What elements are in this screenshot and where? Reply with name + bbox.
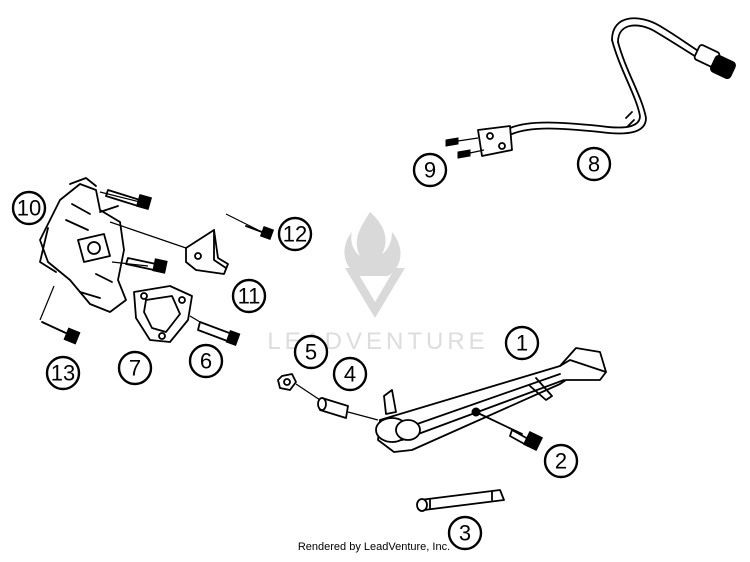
callout-2: 2 xyxy=(543,443,579,479)
svg-text:11: 11 xyxy=(238,284,261,309)
svg-text:2: 2 xyxy=(555,449,567,474)
callout-7: 7 xyxy=(117,350,153,386)
part-3-sleeve xyxy=(416,489,505,512)
svg-text:1: 1 xyxy=(516,331,528,356)
callout-11: 11 xyxy=(231,278,267,314)
part-1-main-arm xyxy=(375,347,607,453)
part-13-screw xyxy=(39,285,81,345)
callout-9: 9 xyxy=(412,152,448,188)
callout-3: 3 xyxy=(447,515,483,551)
bolt-upper xyxy=(105,189,153,211)
svg-text:5: 5 xyxy=(305,340,317,365)
part-12-screw xyxy=(225,213,275,241)
part-9-connector-plate xyxy=(445,125,513,159)
svg-text:4: 4 xyxy=(344,362,356,387)
part-11-small-bracket xyxy=(185,229,229,275)
svg-text:12: 12 xyxy=(283,222,307,247)
part-4-spacer xyxy=(317,397,379,421)
part-6-bolt xyxy=(189,315,241,346)
svg-text:8: 8 xyxy=(588,152,600,177)
part-2-bolt xyxy=(479,413,544,452)
svg-text:6: 6 xyxy=(200,349,212,374)
callout-8: 8 xyxy=(576,146,612,182)
callout-6: 6 xyxy=(188,343,224,379)
part-10-mounting-bracket xyxy=(39,177,187,313)
callout-10: 10 xyxy=(11,190,47,226)
part-5-nut xyxy=(277,373,321,401)
credit-text: Rendered by LeadVenture, Inc. xyxy=(298,541,450,553)
callout-13: 13 xyxy=(45,355,81,391)
watermark-logo xyxy=(344,212,405,318)
svg-text:3: 3 xyxy=(459,521,471,546)
svg-text:10: 10 xyxy=(17,196,41,221)
svg-text:13: 13 xyxy=(51,361,75,386)
svg-text:9: 9 xyxy=(424,158,436,183)
bolt-middle xyxy=(125,257,168,274)
callout-12: 12 xyxy=(277,216,313,252)
callout-1: 1 xyxy=(504,325,540,361)
callout-5: 5 xyxy=(293,334,329,370)
part-8-cable-assembly xyxy=(509,17,736,135)
svg-text:7: 7 xyxy=(129,356,141,381)
part-7-gasket-plate xyxy=(133,285,193,343)
callout-4: 4 xyxy=(332,356,368,392)
